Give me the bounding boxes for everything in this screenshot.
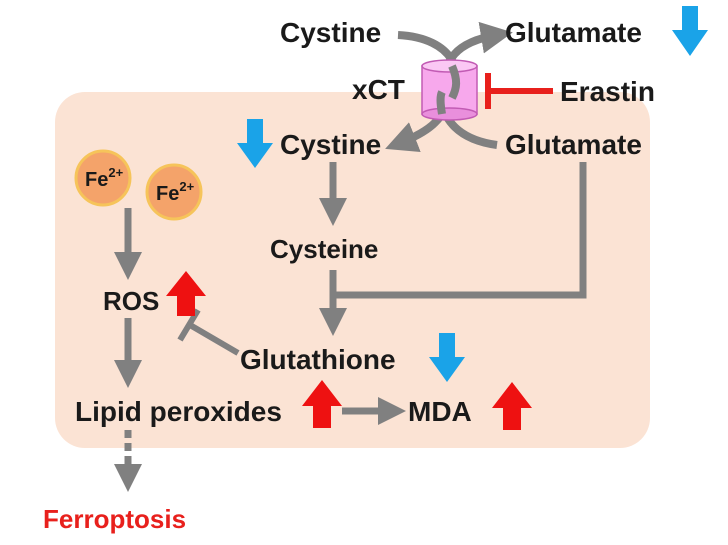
erastin-inhibition	[485, 73, 553, 109]
fe-charge: 2+	[108, 165, 123, 180]
cystine-outside-label: Cystine	[280, 17, 381, 48]
glutamate-inside-label: Glutamate	[505, 129, 642, 160]
lipid-peroxides-label: Lipid peroxides	[75, 396, 282, 427]
svg-text:Fe2+: Fe2+	[156, 179, 195, 205]
ros-label: ROS	[103, 286, 159, 316]
xct-channel-icon	[421, 59, 478, 121]
glutathione-down-icon	[429, 333, 465, 382]
xct-label: xCT	[352, 74, 405, 105]
cysteine-label: Cysteine	[270, 234, 378, 264]
glutathione-label: Glutathione	[240, 344, 396, 375]
fe-charge: 2+	[179, 179, 194, 194]
mda-label: MDA	[408, 396, 472, 427]
glutamate-outside-label: Glutamate	[505, 17, 642, 48]
cystine-inside-label: Cystine	[280, 129, 381, 160]
glutamate-outside-down-icon	[672, 6, 708, 56]
ros-up-icon	[166, 271, 206, 316]
ferroptosis-label: Ferroptosis	[43, 504, 186, 534]
cell-compartment	[55, 92, 650, 448]
fe-label: Fe	[85, 169, 108, 191]
svg-text:Fe2+: Fe2+	[85, 165, 124, 191]
glutamate-to-glutathione-line	[333, 162, 587, 299]
mda-up-icon	[492, 382, 532, 430]
fe-ion-1: Fe2+	[74, 149, 132, 207]
fe-ion-2: Fe2+	[145, 163, 203, 221]
cystine-inside-down-icon	[237, 119, 273, 168]
erastin-label: Erastin	[560, 76, 655, 107]
lipid-peroxides-up-icon	[302, 380, 342, 428]
fe-label: Fe	[156, 183, 179, 205]
